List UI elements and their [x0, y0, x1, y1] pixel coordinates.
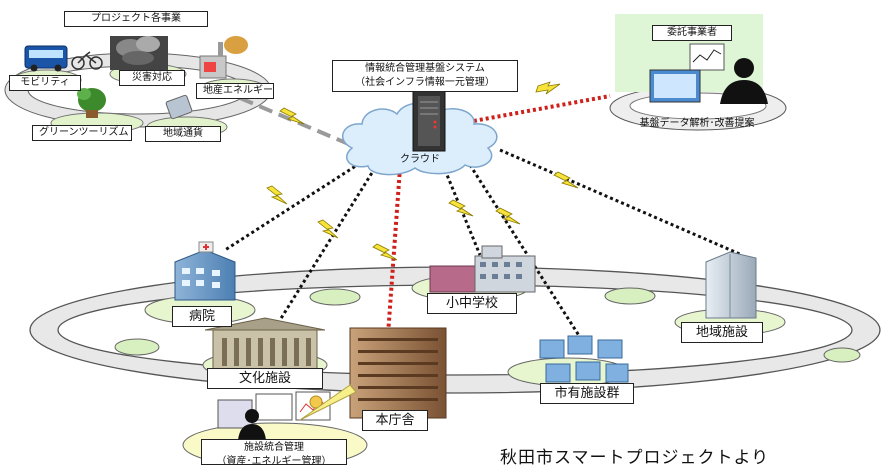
project-header-label: プロジェクト各事業: [64, 11, 208, 27]
city-facilities-label: 市有施設群: [540, 383, 634, 404]
wireless-bolt-icons: [266, 81, 579, 261]
biomass-plant-icon: [199, 36, 248, 79]
core-system-title: 情報統合管理基盤システム: [365, 63, 485, 74]
bolt-icon: [553, 171, 579, 189]
local-currency-label: 地域通貨: [145, 126, 221, 142]
bus-icon: [24, 45, 68, 72]
bolt-icon: [372, 243, 398, 261]
person-silhouette-icon: [720, 58, 768, 104]
bolt-icon: [279, 107, 305, 125]
core-system-subtitle: （社会インフラ情報一元管理）: [355, 77, 495, 88]
local-energy-label: 地産エネルギー: [196, 83, 274, 99]
mobility-label: モビリティ: [9, 75, 81, 91]
green-tourism-label: グリーンツーリズム: [32, 125, 132, 141]
card-icon: [165, 94, 193, 120]
cloud-label: クラウド: [400, 154, 440, 165]
bolt-icon: [535, 81, 561, 95]
contractor-header-label: 委託事業者: [652, 25, 732, 41]
contractor-analysis-label: 基盤データ解析･改善提案: [639, 118, 755, 129]
hospital-building-icon: [174, 241, 236, 301]
regional-tower-icon: [705, 251, 757, 319]
server-icon: [412, 90, 446, 152]
city-hall-label: 本庁舎: [362, 410, 428, 431]
source-caption: 秋田市スマートプロジェクトより: [500, 448, 770, 468]
school-label: 小中学校: [427, 293, 517, 314]
regional-facility-label: 地域施設: [681, 322, 763, 343]
bolt-icon: [495, 207, 521, 225]
facility-management-title: 施設統合管理: [244, 442, 304, 453]
facility-management-label: 施設統合管理 （資産･エネルギー管理）: [201, 439, 347, 465]
chart-monitor-icon: [689, 43, 725, 71]
facility-management-subtitle: （資産･エネルギー管理）: [216, 456, 332, 465]
disaster-smoke-icon: [110, 36, 168, 70]
school-building-icon: [429, 245, 536, 293]
plant-icon: [77, 88, 106, 118]
connection-lines: [224, 94, 743, 346]
bicycle-icon: [71, 51, 103, 70]
bolt-icon: [266, 185, 288, 205]
city-facilities-group-icon: [539, 335, 629, 383]
management-terminal-icon: [217, 384, 357, 440]
city-hall-building-icon: [349, 327, 447, 419]
core-system-label: 情報統合管理基盤システム （社会インフラ情報一元管理）: [332, 60, 518, 92]
culture-facility-label: 文化施設: [207, 368, 323, 389]
bolt-icon: [448, 199, 474, 217]
laptop-icon: [649, 69, 701, 103]
disaster-response-label: 災害対応: [119, 70, 185, 86]
bolt-icon: [317, 219, 339, 239]
hospital-label: 病院: [172, 306, 232, 327]
